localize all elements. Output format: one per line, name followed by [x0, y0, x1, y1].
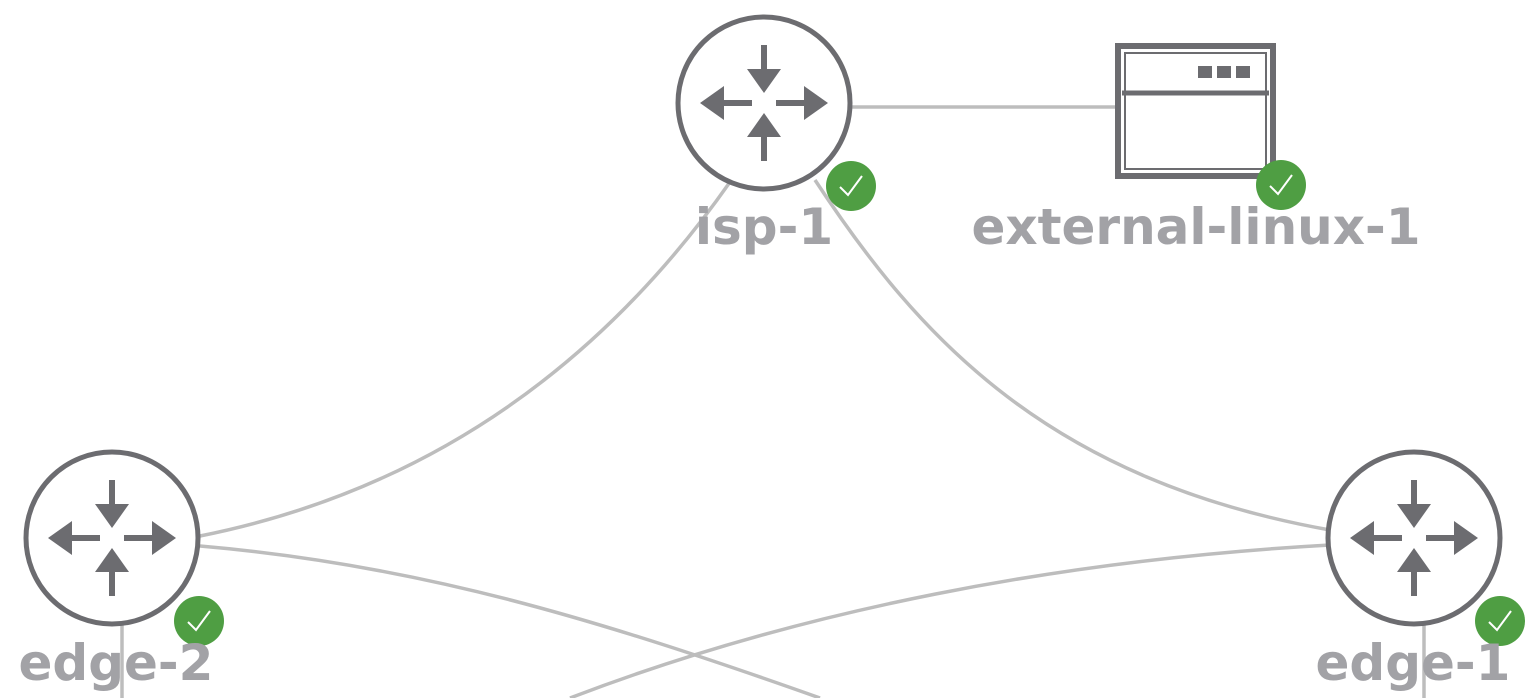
check-icon — [1269, 174, 1293, 196]
node-label: isp-1 — [695, 198, 833, 256]
router-icon — [23, 449, 201, 627]
router-icon — [675, 14, 853, 192]
server-icon — [1115, 43, 1276, 179]
node-edge-1[interactable]: edge-1 — [1316, 449, 1525, 692]
links-layer — [120, 105, 1426, 698]
node-label: external-linux-1 — [971, 198, 1420, 256]
status-ok-badge — [1475, 596, 1525, 646]
link-isp-1-edge-2[interactable] — [199, 180, 732, 538]
status-ok-badge — [174, 596, 224, 646]
check-icon — [839, 175, 863, 197]
check-icon — [1488, 610, 1512, 632]
node-label: edge-1 — [1316, 634, 1511, 692]
check-icon — [187, 610, 211, 632]
status-ok-badge — [826, 161, 876, 211]
node-edge-2[interactable]: edge-2 — [19, 449, 224, 692]
node-isp-1[interactable]: isp-1 — [675, 14, 876, 256]
link-edge-2-offscreen[interactable] — [199, 544, 821, 698]
node-external-linux-1[interactable]: external-linux-1 — [971, 43, 1421, 256]
status-ok-badge — [1256, 160, 1306, 210]
router-icon — [1325, 449, 1503, 627]
link-edge-1-offscreen[interactable] — [569, 543, 1331, 698]
link-isp-1-edge-1[interactable] — [813, 179, 1331, 532]
node-label: edge-2 — [19, 634, 214, 692]
